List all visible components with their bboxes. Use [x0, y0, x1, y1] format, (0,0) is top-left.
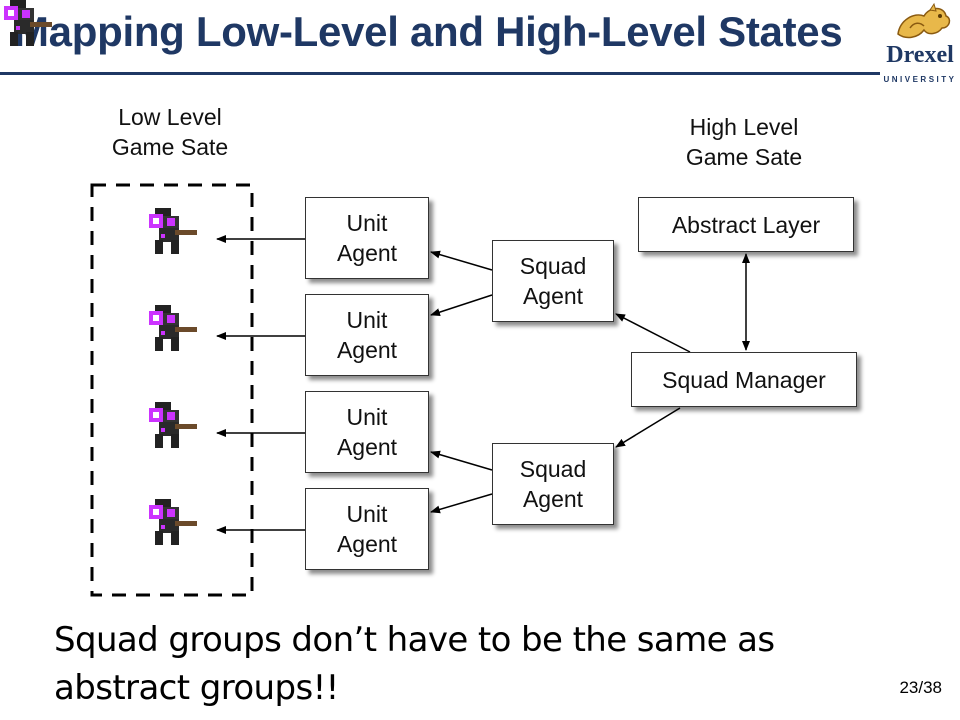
logo-subtitle: UNIVERSITY	[883, 75, 957, 84]
university-logo: Drexel UNIVERSITY	[880, 0, 960, 96]
unit-agent-box: Unit Agent	[305, 197, 429, 279]
low-level-label: Low Level Game Sate	[111, 104, 229, 160]
dragon-logo-icon	[897, 2, 951, 39]
logo-name: Drexel	[886, 42, 954, 68]
unit-agent-box: Unit Agent	[305, 488, 429, 570]
squad-arrow	[430, 250, 493, 271]
manager-arrow	[615, 407, 681, 448]
squad-arrow	[430, 294, 493, 316]
page-number: 23/38	[899, 678, 942, 697]
unit-sprite-icon	[149, 402, 197, 448]
squad-agent-box: Squad Agent	[492, 443, 614, 525]
title-divider	[0, 72, 880, 75]
squad-arrow	[430, 493, 493, 514]
abstract-layer-box: Abstract Layer	[638, 197, 854, 252]
slide-title: Mapping Low-Level and High-Level States	[14, 8, 843, 55]
slide-caption: Squad groups don’t have to be the same a…	[54, 620, 775, 708]
unit-agent-box: Unit Agent	[305, 294, 429, 376]
unit-sprite-icon	[4, 0, 52, 46]
diagram-connectors	[4, 0, 750, 597]
squad-agent-box: Squad Agent	[492, 240, 614, 322]
low-level-boundary	[90, 183, 254, 597]
squad-arrow	[430, 450, 493, 471]
unit-sprite-icon	[149, 305, 197, 351]
unit-sprite-icon	[149, 208, 197, 254]
squad-manager-box: Squad Manager	[631, 352, 857, 407]
unit-agent-box: Unit Agent	[305, 391, 429, 473]
unit-sprite-icon	[149, 499, 197, 545]
manager-arrow	[615, 313, 691, 353]
high-level-label: High Level Game Sate	[685, 114, 803, 170]
